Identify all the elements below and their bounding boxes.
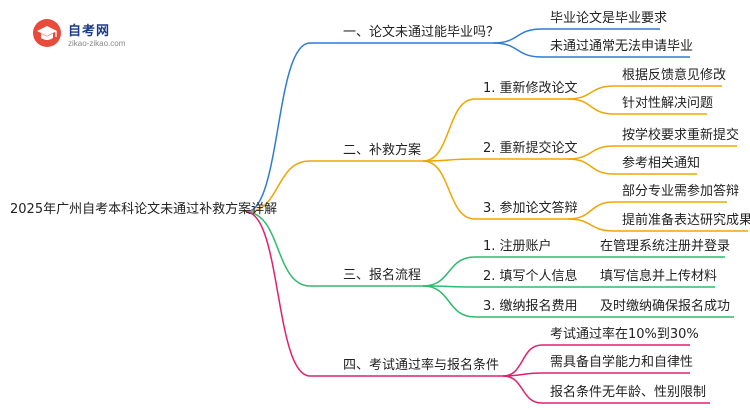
detail-item: 部分专业需参加答辩 — [622, 184, 740, 199]
branch-topic: 二、补救方案 — [343, 143, 422, 158]
branch-link — [245, 211, 311, 377]
detail-item: 参考相关通知 — [622, 156, 701, 171]
subtopic: 3. 参加论文答辩 — [483, 201, 578, 216]
subtopic: 1. 重新修改论文 — [483, 81, 578, 96]
subtopic: 报名条件无年龄、性别限制 — [550, 385, 707, 400]
branch-topic: 一、论文未通过能毕业吗？ — [343, 25, 500, 40]
subtopic: 考试通过率在10%到30% — [550, 327, 699, 342]
subtopic: 1. 注册账户 — [483, 239, 552, 254]
subtopic: 未通过通常无法申请毕业 — [550, 39, 694, 54]
detail-item: 按学校要求重新提交 — [622, 128, 740, 143]
subtopic-link — [502, 344, 543, 377]
subtopic-link — [422, 160, 476, 220]
detail-item: 根据反馈意见修改 — [622, 68, 727, 83]
graduation-cap-icon — [33, 19, 61, 47]
root-topic: 2025年广州自考本科论文未通过补救方案详解 — [10, 202, 278, 217]
subtopic-link — [422, 256, 476, 287]
detail-item: 针对性解决问题 — [622, 96, 714, 111]
subtopic-link — [492, 42, 543, 58]
detail-item: 填写信息并上传材料 — [600, 269, 718, 284]
subtopic-link — [422, 158, 476, 162]
branch-link — [245, 42, 311, 213]
branch-topic: 四、考试通过率与报名条件 — [343, 358, 500, 373]
subtopic-link — [502, 375, 543, 404]
logo: 自考网 zikao-zikao.com — [32, 14, 142, 54]
detail-link — [567, 201, 615, 220]
subtopic-link — [422, 285, 476, 318]
detail-link — [567, 218, 615, 232]
branch-topic: 三、报名流程 — [343, 268, 422, 283]
subtopic: 2. 重新提交论文 — [483, 141, 578, 156]
detail-item: 在管理系统注册并登录 — [600, 239, 731, 254]
branch-link — [245, 160, 311, 213]
subtopic: 2. 填写个人信息 — [483, 269, 578, 284]
logo-url: zikao-zikao.com — [68, 39, 126, 48]
subtopic-link — [422, 98, 476, 162]
detail-item: 及时缴纳确保报名成功 — [600, 299, 731, 314]
subtopic: 3. 缴纳报名费用 — [483, 299, 578, 314]
branch-link — [245, 211, 311, 287]
subtopic-link — [492, 28, 543, 44]
detail-item: 提前准备表达研究成果 — [622, 213, 750, 228]
detail-link — [567, 158, 615, 175]
subtopic: 需具备自学能力和自律性 — [550, 355, 694, 370]
detail-link — [567, 98, 615, 115]
subtopic: 毕业论文是毕业要求 — [550, 11, 668, 26]
logo-title: 自考网 — [68, 24, 111, 39]
